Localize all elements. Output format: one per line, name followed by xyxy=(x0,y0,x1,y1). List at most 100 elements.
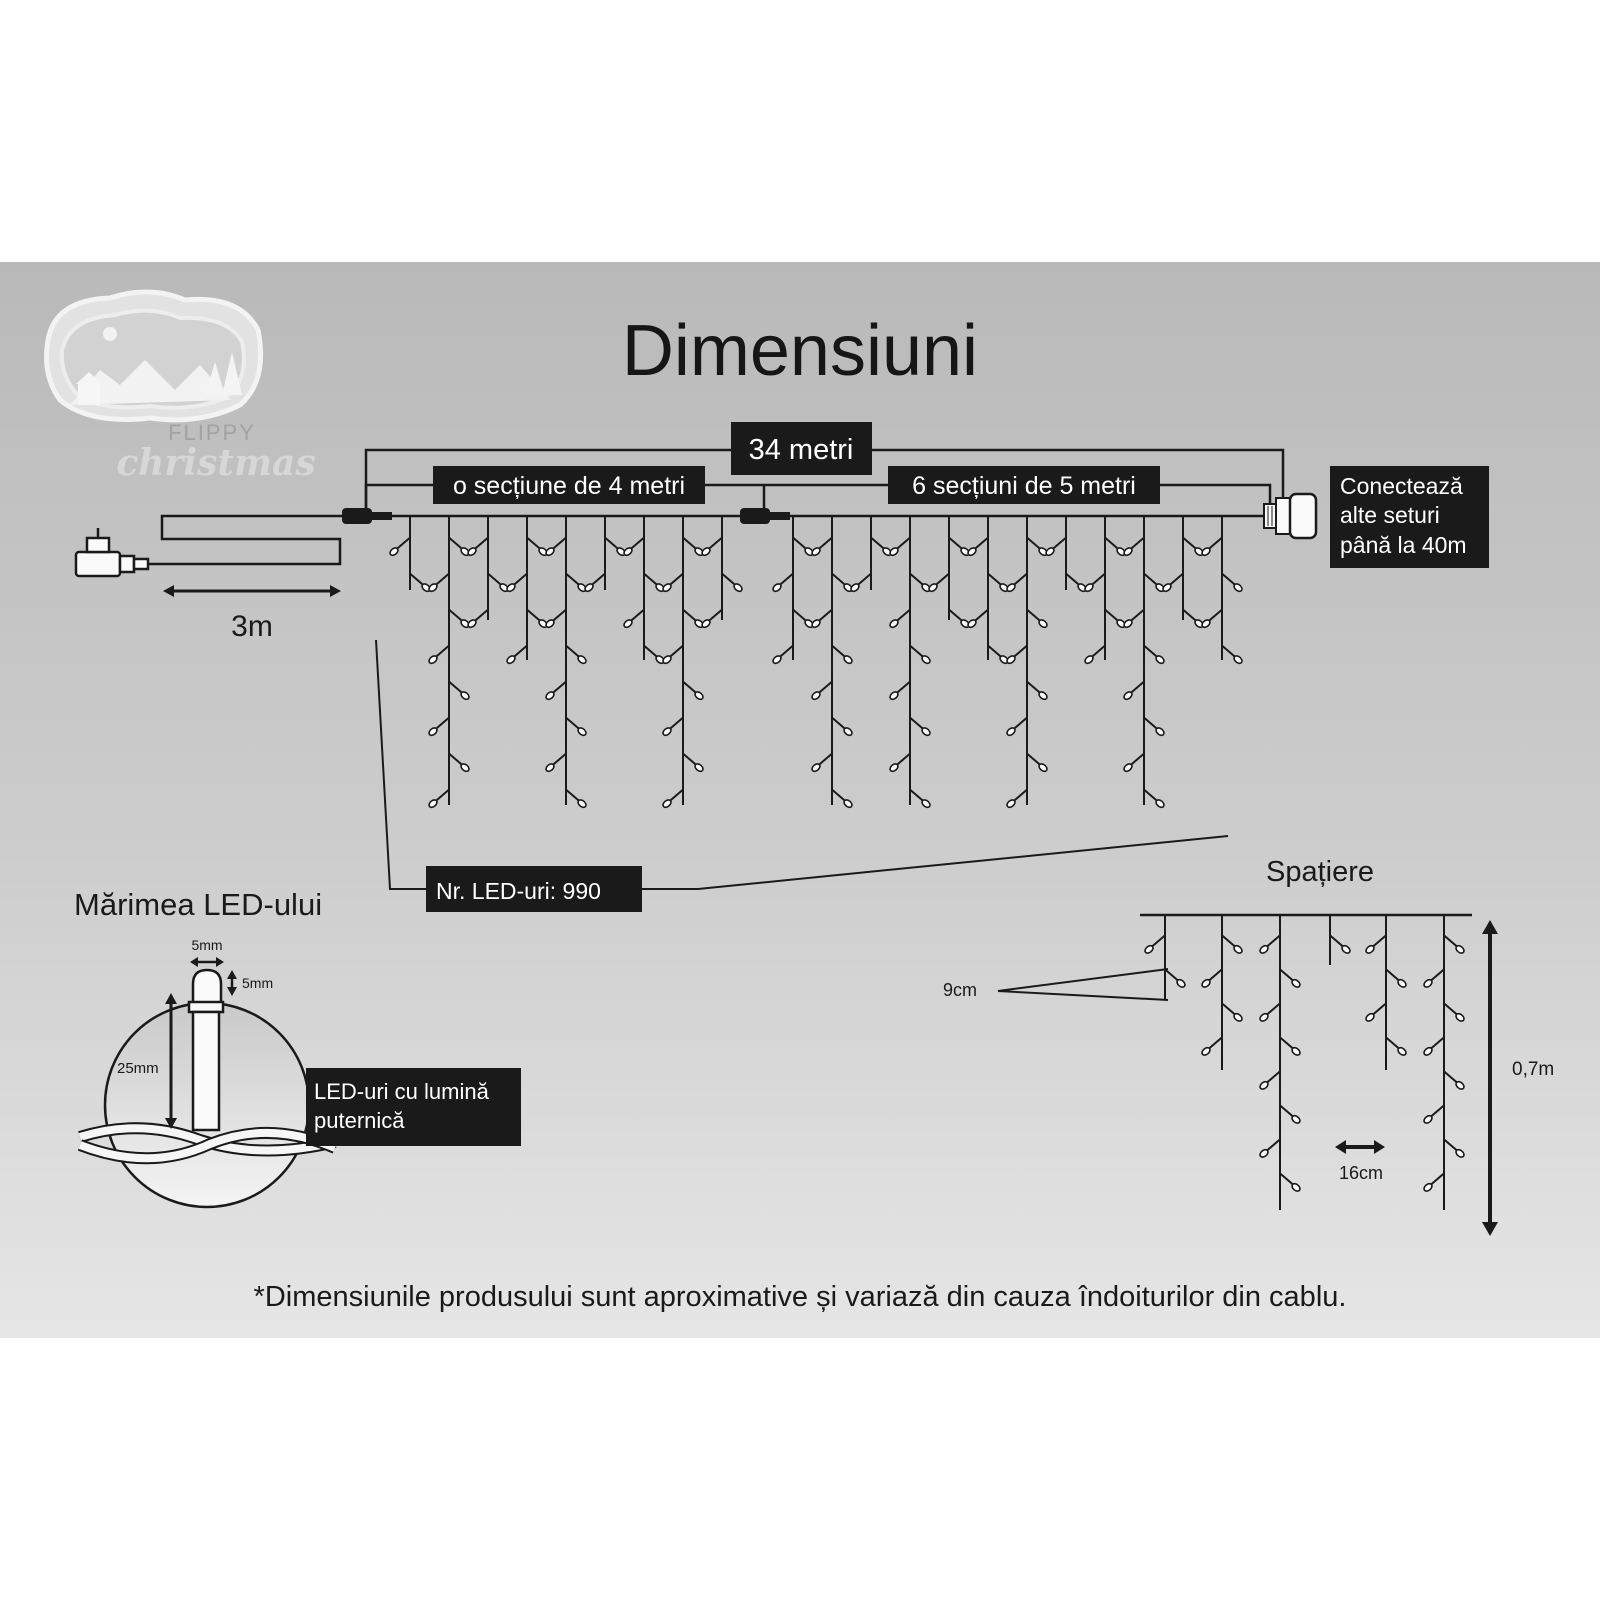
led-bulb xyxy=(1221,934,1243,954)
end-connector xyxy=(1263,492,1318,540)
led-bulb xyxy=(792,608,814,629)
horizontal-spacing-label: 16cm xyxy=(1339,1163,1383,1183)
led-width-label: 5mm xyxy=(191,937,222,953)
led-bulb xyxy=(1084,572,1106,593)
led-bulb xyxy=(909,644,931,665)
icicle-strand xyxy=(889,516,931,809)
led-bulb xyxy=(772,572,794,593)
icicle-strand xyxy=(1084,516,1126,665)
brand-logo: FLIPPY christmas xyxy=(44,289,316,484)
led-bulb-illustration xyxy=(187,968,225,1132)
led-bulb xyxy=(1123,680,1145,701)
connect-label-line3: până la 40m xyxy=(1340,532,1467,558)
led-bulb xyxy=(565,572,587,593)
led-bulb xyxy=(831,644,853,665)
led-bulb xyxy=(948,536,970,557)
icicle-strand xyxy=(1123,516,1165,809)
led-bulb xyxy=(448,680,470,701)
led-bulb xyxy=(545,752,567,773)
icicle-strand xyxy=(506,516,548,665)
led-bulb xyxy=(643,644,665,665)
first-section-label: o secțiune de 4 metri xyxy=(453,472,685,500)
icicle-strand xyxy=(467,516,509,629)
led-bulb xyxy=(889,608,911,629)
led-bulb xyxy=(584,572,606,593)
led-bulb xyxy=(1144,934,1166,954)
led-bulb xyxy=(409,572,431,593)
led-bulb xyxy=(1045,536,1067,557)
led-bulb xyxy=(662,716,684,737)
led-bulb xyxy=(682,752,704,773)
icicle-strand xyxy=(1144,915,1186,1000)
connect-label-line1: Conectează xyxy=(1340,473,1463,499)
wire-connector-1 xyxy=(342,508,392,524)
led-bulb xyxy=(1259,1138,1281,1158)
led-bulb xyxy=(1423,1036,1445,1056)
strand-height-arrow xyxy=(1482,920,1498,1236)
led-bulb xyxy=(889,680,911,701)
led-bulb xyxy=(1065,572,1087,593)
wire-connector-2 xyxy=(740,508,790,524)
led-bulb xyxy=(662,572,684,593)
led-bulb xyxy=(1123,752,1145,773)
led-bulb xyxy=(545,608,567,629)
vertical-spacing-label: 9cm xyxy=(943,980,977,1000)
led-bulb xyxy=(467,536,489,557)
connect-label-line2: alte seturi xyxy=(1340,502,1440,528)
led-bulb xyxy=(1221,644,1243,665)
led-bulb xyxy=(1329,934,1351,954)
spacing-strands xyxy=(1144,915,1465,1210)
logo-text-flippy: FLIPPY xyxy=(168,420,256,445)
led-bulb xyxy=(565,644,587,665)
led-bulb xyxy=(1385,1036,1407,1056)
led-bulb xyxy=(1221,572,1243,593)
led-bulb xyxy=(1201,536,1223,557)
led-bulb xyxy=(967,608,989,629)
led-bulb xyxy=(448,608,470,629)
first-section-box xyxy=(433,466,705,504)
led-bulb xyxy=(1423,1104,1445,1124)
bright-led-label-line2: puternică xyxy=(314,1108,405,1133)
icicle-strand xyxy=(1423,915,1465,1210)
led-bulb xyxy=(889,536,911,557)
led-bulb xyxy=(870,536,892,557)
led-length-arrow xyxy=(165,993,177,1129)
led-bulb xyxy=(565,716,587,737)
icicle-strand xyxy=(1201,915,1243,1070)
led-bulb xyxy=(1143,788,1165,809)
led-bulb xyxy=(526,536,548,557)
strand-height-label: 0,7m xyxy=(1512,1059,1554,1080)
led-bulb xyxy=(1143,572,1165,593)
footnote: *Dimensiunile produsului sunt aproximati… xyxy=(254,1281,1347,1313)
led-bulb xyxy=(1026,680,1048,701)
power-cable-length-arrow xyxy=(163,585,341,597)
led-bulb xyxy=(682,536,704,557)
led-bulb xyxy=(565,788,587,809)
led-bulb xyxy=(811,608,833,629)
led-bulb xyxy=(909,716,931,737)
led-bulb xyxy=(1104,608,1126,629)
led-bulb xyxy=(1443,1138,1465,1158)
led-bulb xyxy=(909,572,931,593)
horizontal-spacing-arrow xyxy=(1335,1140,1385,1154)
power-cable-length-label: 3m xyxy=(231,610,273,643)
bright-led-box xyxy=(306,1068,521,1146)
led-length-label: 25mm xyxy=(117,1060,159,1077)
led-bulb xyxy=(1259,934,1281,954)
led-bulb xyxy=(831,716,853,737)
icicle-strand xyxy=(1045,516,1087,593)
led-bulb xyxy=(1443,1002,1465,1022)
led-bulb xyxy=(623,608,645,629)
led-bulb xyxy=(1123,608,1145,629)
rest-sections-label: 6 secțiuni de 5 metri xyxy=(912,472,1136,500)
led-bulb xyxy=(389,536,411,557)
led-bulb xyxy=(701,536,723,557)
led-bulb xyxy=(1423,1172,1445,1192)
led-bulb xyxy=(428,788,450,809)
led-bulb xyxy=(967,536,989,557)
led-bulb xyxy=(1201,1036,1223,1056)
led-bulb xyxy=(604,536,626,557)
led-bulb xyxy=(1259,1070,1281,1090)
led-bulb xyxy=(1164,968,1186,988)
icicle-strand xyxy=(1006,516,1048,809)
